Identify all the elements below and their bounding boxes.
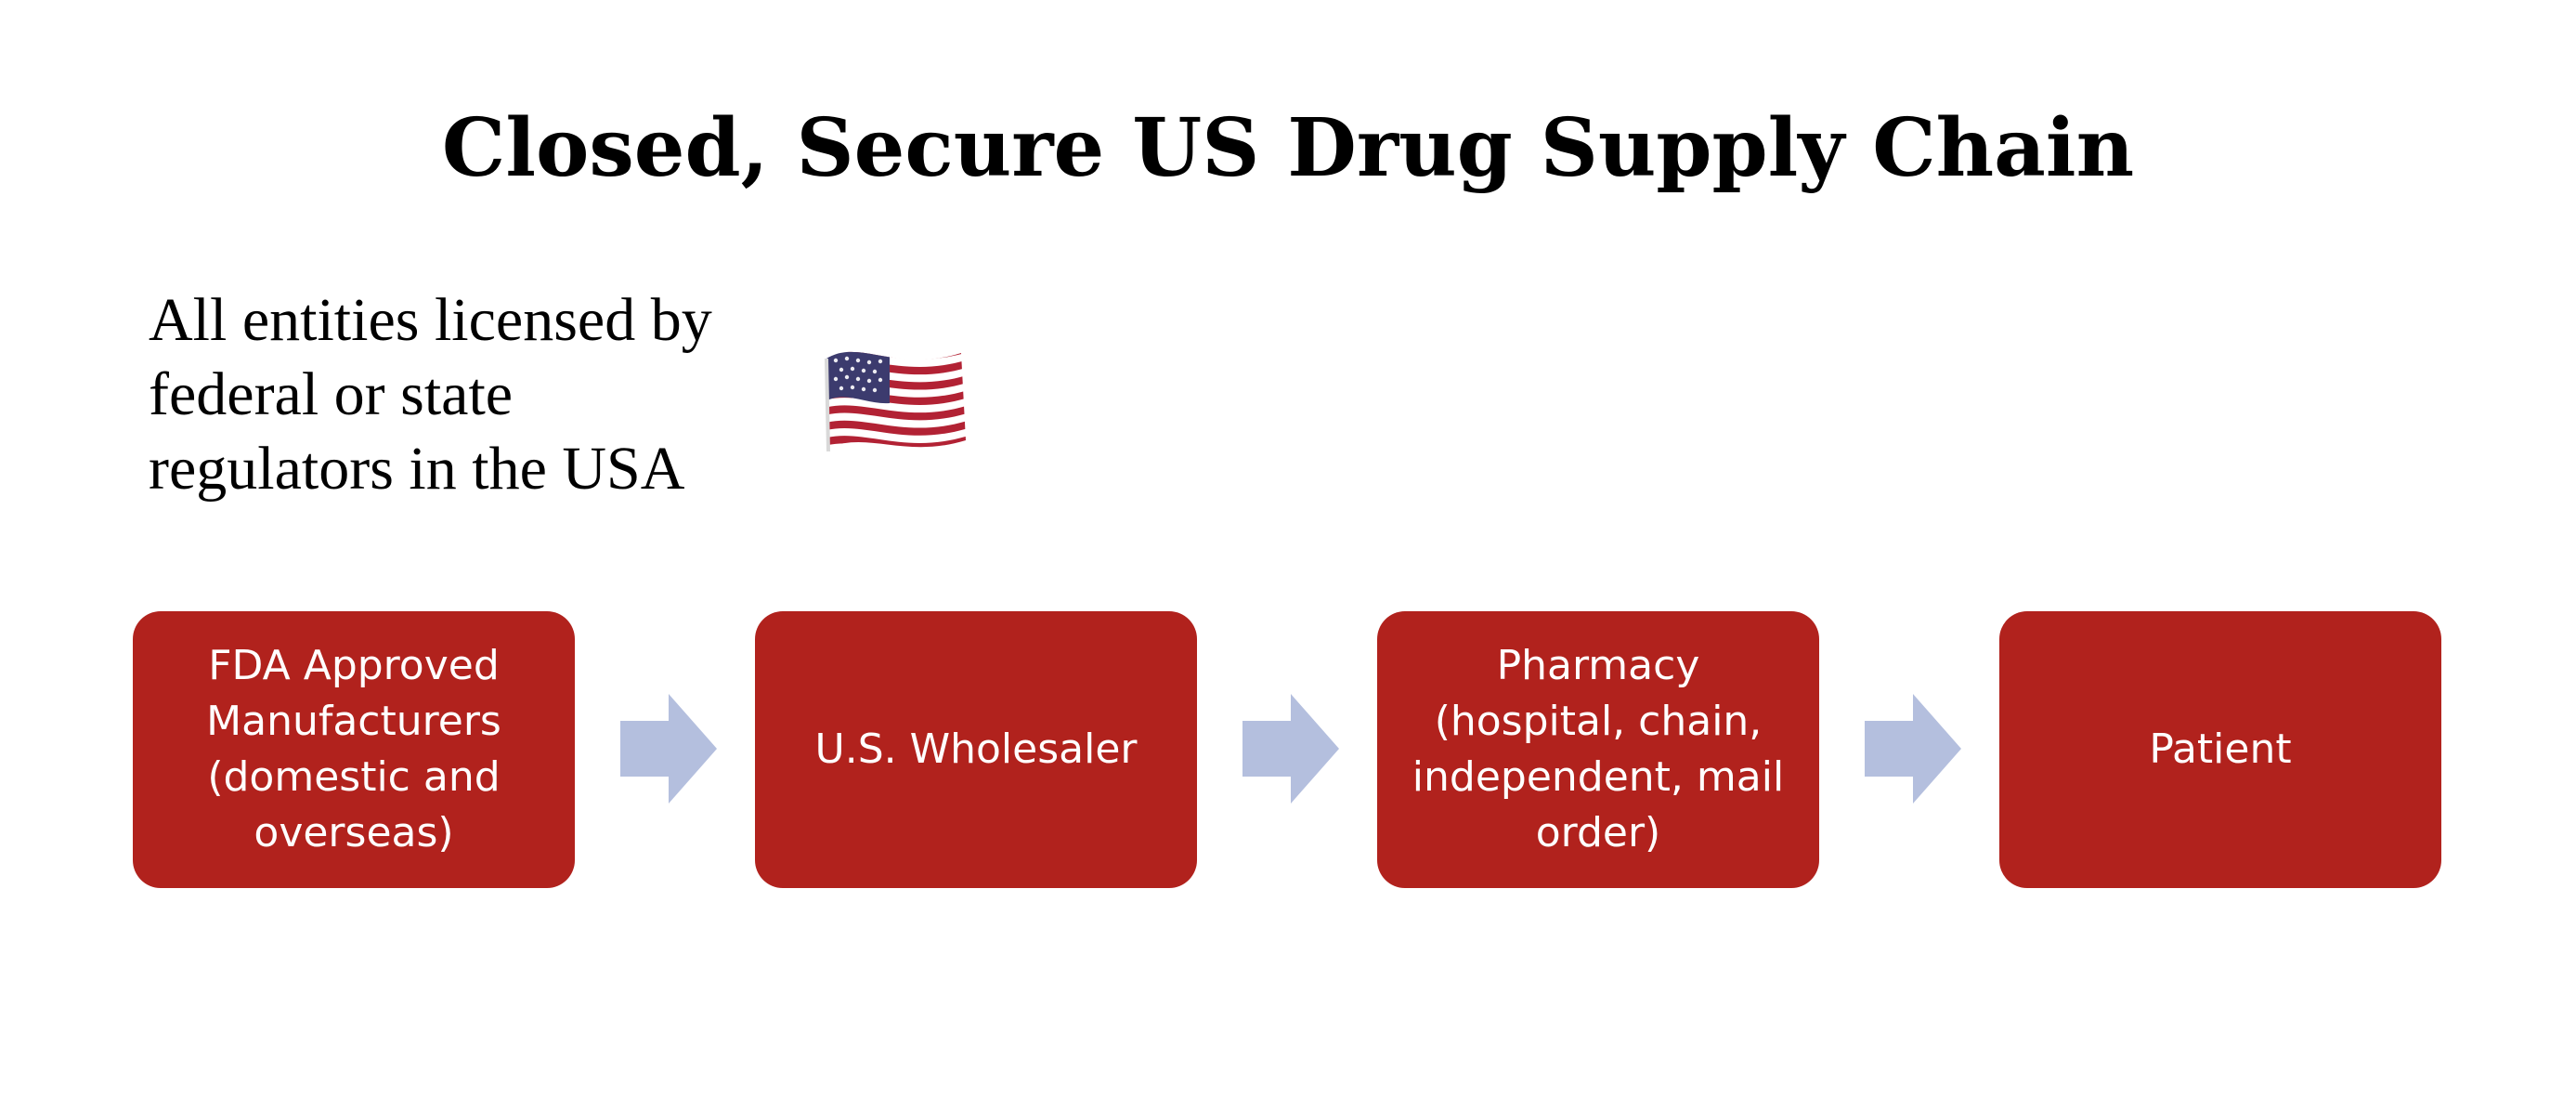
node-label-line: Patient xyxy=(2149,725,2292,773)
node-patient: Patient xyxy=(1999,611,2441,888)
node-label: U.S. Wholesaler xyxy=(815,722,1138,778)
subtitle-line: All entities licensed by xyxy=(149,286,712,354)
node-label: Patient xyxy=(2149,722,2291,778)
node-label-line: independent, mail xyxy=(1412,753,1785,801)
node-label-line: Manufacturers xyxy=(206,698,501,745)
node-us-wholesaler: U.S. Wholesaler xyxy=(755,611,1197,888)
subtitle-line: federal or state xyxy=(149,360,514,428)
node-label-line: order) xyxy=(1535,809,1661,856)
flag-stripe xyxy=(826,420,966,436)
subtitle-line: regulators in the USA xyxy=(149,435,685,503)
node-label-line: U.S. Wholesaler xyxy=(814,725,1138,773)
us-flag-icon xyxy=(825,351,966,452)
page-title: Closed, Secure US Drug Supply Chain xyxy=(441,101,2135,195)
node-label: FDA Approved Manufacturers (domestic and… xyxy=(206,638,501,861)
node-label-line: (domestic and xyxy=(207,753,501,801)
right-arrow-icon xyxy=(1865,694,1961,804)
node-label-line: FDA Approved xyxy=(208,642,500,689)
node-label-line: Pharmacy xyxy=(1496,642,1700,689)
right-arrow-icon xyxy=(1242,694,1339,804)
node-pharmacy: Pharmacy (hospital, chain, independent, … xyxy=(1377,611,1819,888)
right-arrow-icon xyxy=(620,694,717,804)
subtitle-text: All entities licensed by federal or stat… xyxy=(149,283,817,506)
flag-stripe xyxy=(826,404,966,421)
node-label-line: overseas) xyxy=(254,809,454,856)
node-label: Pharmacy (hospital, chain, independent, … xyxy=(1412,638,1784,861)
node-label-line: (hospital, chain, xyxy=(1434,698,1763,745)
node-fda-approved-manufacturers: FDA Approved Manufacturers (domestic and… xyxy=(133,611,575,888)
